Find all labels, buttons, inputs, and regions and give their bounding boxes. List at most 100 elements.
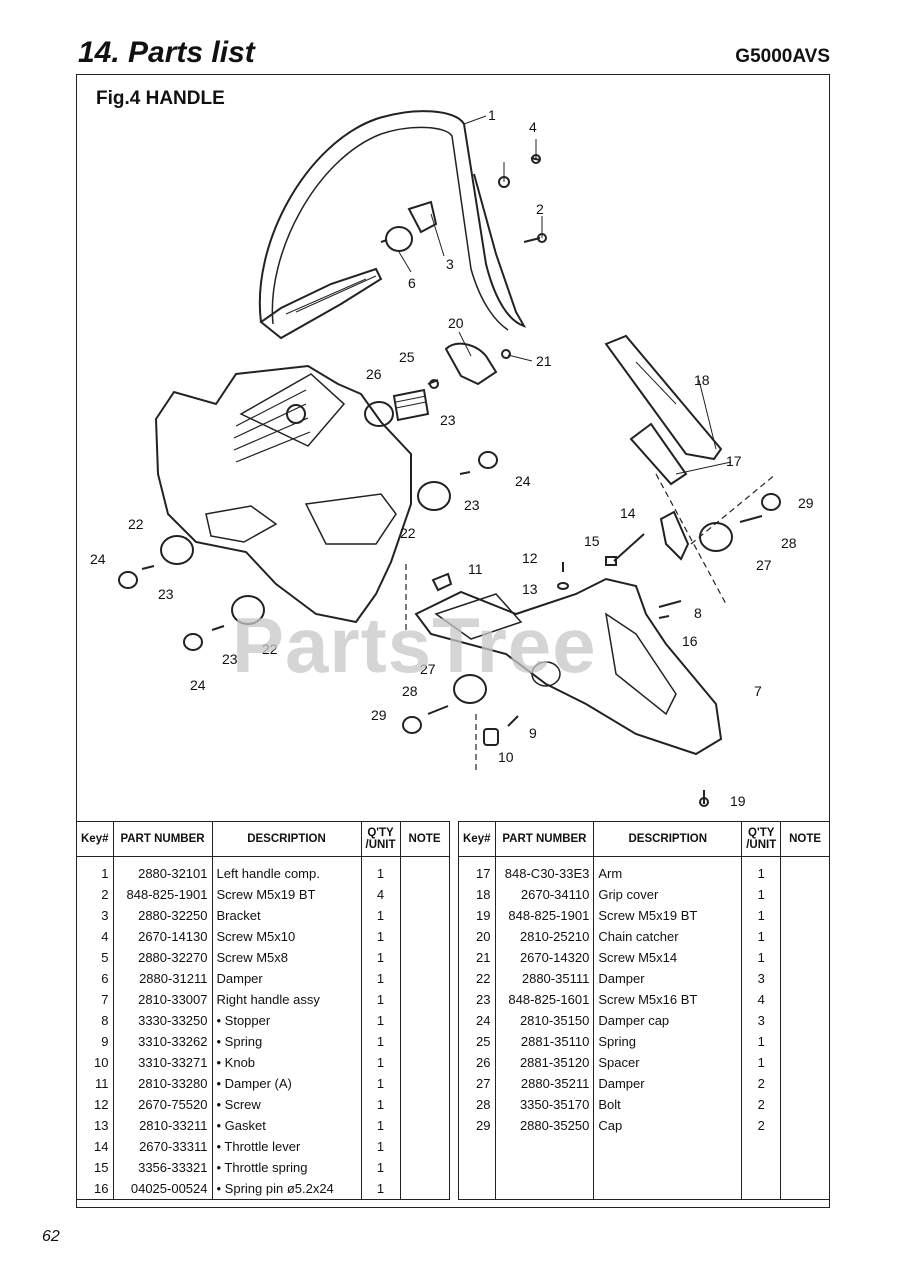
callout-label: 17 <box>726 453 742 469</box>
row-key: 2 <box>76 884 114 905</box>
row-note <box>780 1010 830 1031</box>
row-part-number: 2880-32250 <box>112 905 213 926</box>
col-part-number-header: PART NUMBER <box>494 821 595 857</box>
row-part-number: 2880-32270 <box>112 947 213 968</box>
row-description: Chain catcher <box>593 926 743 947</box>
row-part-number: 2880-32101 <box>112 856 213 884</box>
callout-label: 28 <box>402 683 418 699</box>
row-key: 7 <box>76 989 114 1010</box>
callout-label: 29 <box>798 495 814 511</box>
row-qty: 1 <box>741 926 782 947</box>
row-qty <box>741 1157 782 1178</box>
model-number: G5000AVS <box>735 46 830 67</box>
row-qty: 1 <box>741 947 782 968</box>
row-part-number: 3310-33271 <box>112 1052 213 1073</box>
row-description: Right handle assy <box>211 989 362 1010</box>
row-description: Cap <box>593 1115 743 1136</box>
row-part-number: 2880-35211 <box>494 1073 595 1094</box>
callout-label: 22 <box>262 641 278 657</box>
row-description <box>593 1157 743 1178</box>
watermark: PartsTree <box>232 601 597 689</box>
row-qty: 1 <box>360 1178 401 1200</box>
row-qty: 2 <box>741 1073 782 1094</box>
row-description: • Throttle spring <box>211 1157 362 1178</box>
row-key: 21 <box>458 947 496 968</box>
row-note <box>780 905 830 926</box>
row-note <box>780 1094 830 1115</box>
row-qty <box>741 1136 782 1157</box>
row-part-number: 2810-35150 <box>494 1010 595 1031</box>
row-description: • Knob <box>211 1052 362 1073</box>
row-description: Screw M5x16 BT <box>593 989 743 1010</box>
damper-part <box>160 535 194 565</box>
row-description: Damper <box>593 1073 743 1094</box>
row-key: 19 <box>458 905 496 926</box>
callout-label: 2 <box>536 201 544 217</box>
col-key-header: Key# <box>76 821 114 857</box>
row-part-number: 2880-31211 <box>112 968 213 989</box>
row-part-number: 3356-33321 <box>112 1157 213 1178</box>
row-note <box>399 1178 450 1200</box>
row-key: 22 <box>458 968 496 989</box>
row-part-number: 2670-14130 <box>112 926 213 947</box>
row-key: 9 <box>76 1031 114 1052</box>
row-key: 18 <box>458 884 496 905</box>
col-qty-header: Q'TY/UNIT <box>741 821 782 857</box>
row-description: Spacer <box>593 1052 743 1073</box>
row-qty: 1 <box>360 1073 401 1094</box>
row-note <box>780 884 830 905</box>
row-part-number: 3310-33262 <box>112 1031 213 1052</box>
row-qty: 1 <box>741 1031 782 1052</box>
row-description: • Damper (A) <box>211 1073 362 1094</box>
row-key: 25 <box>458 1031 496 1052</box>
row-key: 14 <box>76 1136 114 1157</box>
row-description: Spring <box>593 1031 743 1052</box>
callout-label: 10 <box>498 749 514 765</box>
row-note <box>780 989 830 1010</box>
spacer-part <box>364 401 394 427</box>
callout-label: 27 <box>420 661 436 677</box>
row-key: 23 <box>458 989 496 1010</box>
row-part-number: 2810-33007 <box>112 989 213 1010</box>
callout-label: 20 <box>448 315 464 331</box>
damper-part <box>417 481 451 511</box>
row-qty: 1 <box>360 1031 401 1052</box>
row-note <box>780 1136 830 1157</box>
row-part-number: 3350-35170 <box>494 1094 595 1115</box>
col-description-header: DESCRIPTION <box>211 821 362 857</box>
row-note <box>399 968 450 989</box>
row-description: Damper <box>593 968 743 989</box>
row-qty: 1 <box>360 856 401 884</box>
bracket-part <box>407 200 438 234</box>
row-qty: 1 <box>360 1094 401 1115</box>
row-qty: 3 <box>741 968 782 989</box>
callout-label: 4 <box>529 119 537 135</box>
diagram-artwork <box>118 110 781 807</box>
row-key: 4 <box>76 926 114 947</box>
row-note <box>780 1052 830 1073</box>
row-description: Grip cover <box>593 884 743 905</box>
row-part-number: 2880-35111 <box>494 968 595 989</box>
row-description: Screw M5x14 <box>593 947 743 968</box>
row-description: Arm <box>593 856 743 884</box>
callout-label: 12 <box>522 550 538 566</box>
row-note <box>399 1094 450 1115</box>
parts-table-left: Key# PART NUMBER DESCRIPTION Q'TY/UNIT N… <box>76 821 450 1200</box>
row-key <box>458 1178 496 1200</box>
col-key-header: Key# <box>458 821 496 857</box>
row-part-number: 2670-75520 <box>112 1094 213 1115</box>
row-description: • Screw <box>211 1094 362 1115</box>
row-key: 6 <box>76 968 114 989</box>
row-description: • Gasket <box>211 1115 362 1136</box>
